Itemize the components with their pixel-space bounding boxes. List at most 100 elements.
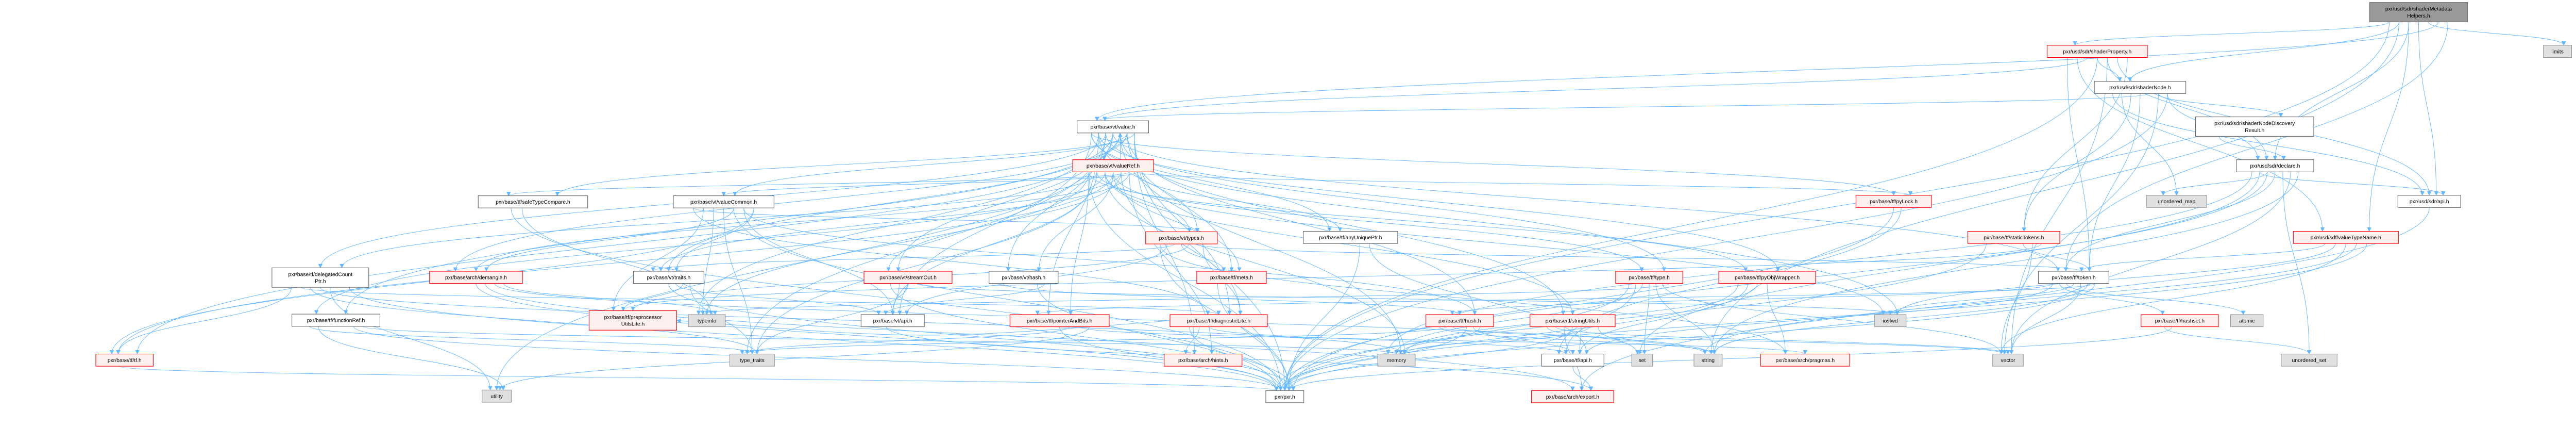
edge-decl-to-set — [1637, 172, 2260, 355]
node-umap[interactable]: unordered_map — [2146, 195, 2207, 208]
node-stok[interactable]: pxr/base/tf/staticTokens.h — [1968, 231, 2060, 244]
node-tfh[interactable]: pxr/base/tf/tf.h — [95, 353, 154, 367]
node-pxr[interactable]: pxr/pxr.h — [1265, 390, 1304, 403]
node-sp[interactable]: pxr/usd/sdr/shaderProperty.h — [2046, 45, 2148, 58]
edge-vthash-to-vtapi — [883, 283, 1045, 315]
node-label: unordered_set — [2292, 358, 2327, 364]
node-label: pxr/base/arch/demangle.h — [445, 275, 507, 281]
edge-vtn-to-vector — [1999, 243, 2346, 355]
edge-sn-to-value — [1095, 93, 2150, 122]
edge-sp-to-value — [1103, 57, 2088, 122]
node-label: typeinfo — [698, 318, 717, 324]
edge-decl-to-uset — [2282, 172, 2312, 355]
node-ttraits[interactable]: type_traits — [729, 353, 775, 367]
node-set[interactable]: set — [1631, 353, 1653, 367]
node-label: type_traits — [740, 358, 765, 364]
node-anyu[interactable]: pxr/base/tf/anyUniquePtr.h — [1303, 231, 1398, 244]
node-vtapi[interactable]: pxr/base/vt/api.h — [860, 314, 925, 327]
node-meta[interactable]: pxr/base/tf/meta.h — [1196, 271, 1267, 284]
edge-strutil-to-vector — [1555, 326, 2010, 355]
edge-stok-to-token — [2023, 243, 2092, 272]
node-token[interactable]: pxr/base/tf/token.h — [2038, 271, 2109, 284]
node-hints[interactable]: pxr/base/arch/hints.h — [1164, 353, 1243, 367]
node-tfhash[interactable]: pxr/base/tf/hash.h — [1426, 314, 1494, 327]
node-vthash[interactable]: pxr/base/vt/hash.h — [989, 271, 1059, 284]
edge-token-to-atomic — [2066, 283, 2246, 315]
edge-fref-to-utility — [318, 326, 505, 391]
edge-vthash-to-tfhash — [1003, 283, 1462, 315]
node-type[interactable]: pxr/base/tf/type.h — [1615, 271, 1683, 284]
node-label: set — [1638, 358, 1646, 364]
node-box — [860, 314, 925, 327]
node-atomic[interactable]: atomic — [2230, 314, 2264, 327]
edge-value-to-stc — [555, 133, 1135, 196]
edge-tfhash-to-pxr — [1278, 326, 1467, 391]
node-memory[interactable]: memory — [1377, 353, 1416, 367]
node-box — [2281, 353, 2337, 367]
node-vref[interactable]: pxr/base/vt/valueRef.h — [1072, 159, 1154, 172]
node-diag[interactable]: pxr/base/tf/diagnosticLite.h — [1170, 314, 1268, 327]
node-label: pxr/base/vt/streamOut.h — [879, 275, 937, 281]
node-utility[interactable]: utility — [482, 389, 512, 403]
node-pylock[interactable]: pxr/base/tf/pyLock.h — [1855, 195, 1932, 208]
edge-vref-to-iosfwd — [1113, 172, 1886, 315]
node-vtypes[interactable]: pxr/base/vt/types.h — [1145, 231, 1218, 244]
edge-anyu-to-tfapi — [1369, 243, 1589, 355]
node-sdrapi[interactable]: pxr/usd/sdr/api.h — [2397, 195, 2461, 208]
node-label: pxr/base/tf/pyObjWrapper.h — [1735, 275, 1800, 281]
node-decl[interactable]: pxr/usd/sdr/declare.h — [2236, 159, 2314, 172]
node-box — [429, 271, 523, 284]
node-label: vector — [2001, 358, 2015, 364]
edge-value-to-tfhash — [1127, 133, 1477, 315]
edge-vcom-to-demangle — [484, 208, 734, 272]
node-box — [1718, 271, 1816, 284]
edge-vref-to-traits — [658, 172, 1130, 272]
node-uset[interactable]: unordered_set — [2281, 353, 2337, 367]
node-box — [291, 314, 381, 327]
node-box — [2293, 231, 2399, 244]
node-label: Ptr.h — [315, 279, 326, 285]
edge-vref-to-memory — [1105, 172, 1407, 355]
edge-vref-to-type — [1096, 172, 1644, 272]
node-box — [673, 195, 774, 208]
node-stream[interactable]: pxr/base/vt/streamOut.h — [863, 271, 953, 284]
node-label: pxr/base/tf/staticTokens.h — [1984, 235, 2044, 241]
node-pragmas[interactable]: pxr/base/arch/pragmas.h — [1760, 353, 1850, 367]
node-demangle[interactable]: pxr/base/arch/demangle.h — [429, 271, 523, 284]
edge-vcom-to-vtapi — [743, 208, 895, 315]
node-fref[interactable]: pxr/base/tf/functionRef.h — [291, 314, 381, 327]
edge-decl-to-string — [1712, 172, 2299, 355]
node-typeinfo[interactable]: typeinfo — [688, 314, 726, 327]
node-pyobj[interactable]: pxr/base/tf/pyObjWrapper.h — [1718, 271, 1816, 284]
edge-fref-to-ttraits — [309, 326, 759, 355]
node-label: pxr/usd/sdr/shaderNode.h — [2109, 85, 2171, 91]
node-stc[interactable]: pxr/base/tf/safeTypeCompare.h — [478, 195, 588, 208]
node-strutil[interactable]: pxr/base/tf/stringUtils.h — [1530, 314, 1616, 327]
node-value[interactable]: pxr/base/vt/value.h — [1077, 120, 1149, 134]
node-box — [633, 271, 704, 284]
node-vtn[interactable]: pxr/usd/sdf/valueTypeName.h — [2293, 231, 2399, 244]
node-box — [2146, 195, 2207, 208]
node-box — [1072, 159, 1154, 172]
node-string[interactable]: string — [1693, 353, 1723, 367]
node-box — [1874, 314, 1907, 327]
node-hashset[interactable]: pxr/base/tf/hashset.h — [2141, 314, 2219, 327]
edge-stream-to-pxr — [890, 283, 1283, 391]
node-export[interactable]: pxr/base/arch/export.h — [1531, 390, 1614, 403]
edge-value-to-token — [1112, 133, 2060, 272]
node-sn[interactable]: pxr/usd/sdr/shaderNode.h — [2094, 81, 2187, 94]
node-tfapi[interactable]: pxr/base/tf/api.h — [1541, 353, 1604, 367]
node-limits[interactable]: limits — [2543, 45, 2572, 58]
node-traits[interactable]: pxr/base/vt/traits.h — [633, 271, 704, 284]
edge-vcom-to-typeinfo — [700, 208, 714, 315]
node-iosfwd[interactable]: iosfwd — [1874, 314, 1907, 327]
edge-token-to-pxr — [1286, 283, 2095, 391]
node-vcom[interactable]: pxr/base/vt/valueCommon.h — [673, 195, 774, 208]
node-pab[interactable]: pxr/base/tf/pointerAndBits.h — [1009, 314, 1110, 327]
edge-vref-to-anyu — [1137, 172, 1343, 232]
node-vector[interactable]: vector — [1992, 353, 2024, 367]
